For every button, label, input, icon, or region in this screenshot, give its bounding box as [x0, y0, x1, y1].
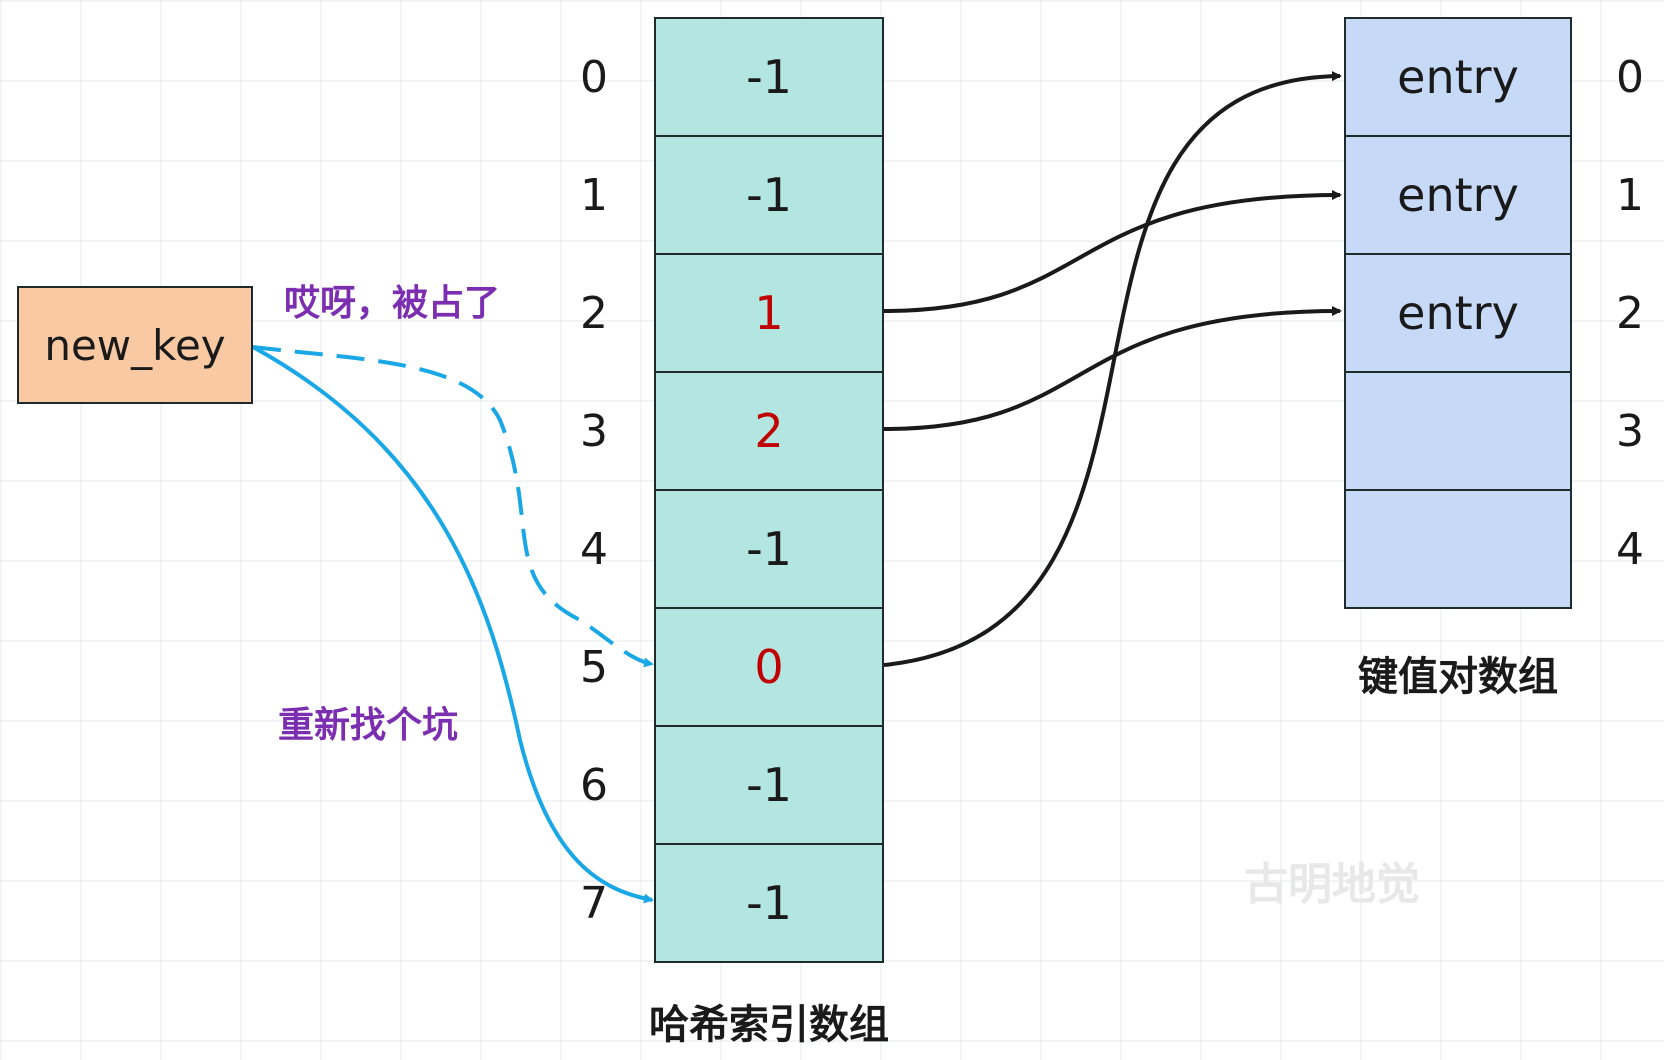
hash-slot: -1 — [654, 17, 884, 137]
kv-slot-index: 2 — [1616, 288, 1644, 339]
hash-slot-index: 2 — [580, 288, 608, 339]
hash-slot: -1 — [654, 135, 884, 255]
hash-slot-index: 5 — [580, 642, 608, 693]
kv-slot-index: 0 — [1616, 52, 1644, 103]
kv-slot: entry — [1344, 253, 1572, 373]
pointer-arrow-slot-2-to-entry-1 — [883, 190, 1342, 313]
kv-slot-label: entry — [1397, 286, 1519, 340]
watermark: 古明地觉 — [1244, 859, 1420, 910]
kv-slot: entry — [1344, 135, 1572, 255]
hash-slot-value: 0 — [754, 640, 784, 694]
kv-slot-index: 1 — [1616, 170, 1644, 221]
reprobe-note: 重新找个坑 — [278, 705, 459, 746]
hash-slot-index: 6 — [580, 760, 608, 811]
kv-slot-label: entry — [1397, 50, 1519, 104]
kv-slot — [1344, 489, 1572, 609]
hash-slot: -1 — [654, 725, 884, 845]
kv-slot-index: 4 — [1616, 524, 1644, 575]
pointer-arrow-slot-3-to-entry-2 — [883, 306, 1342, 431]
hash-slot: 1 — [654, 253, 884, 373]
hash-slot-index: 0 — [580, 52, 608, 103]
new-key-box: new_key — [17, 286, 253, 404]
hash-slot-value: -1 — [746, 168, 792, 222]
hash-slot: 0 — [654, 607, 884, 727]
probe-arrow-collision — [252, 345, 654, 668]
hash-slot-value: 2 — [754, 404, 784, 458]
pointer-arrow-slot-5-to-entry-0 — [883, 71, 1342, 667]
hash-slot-index: 4 — [580, 524, 608, 575]
kv-slot-index: 3 — [1616, 406, 1644, 457]
hash-slot-value: -1 — [746, 758, 792, 812]
new-key-label: new_key — [44, 320, 226, 370]
kv-slot-label: entry — [1397, 168, 1519, 222]
hash-slot-index: 1 — [580, 170, 608, 221]
hash-slot-value: -1 — [746, 50, 792, 104]
hash-slot: -1 — [654, 843, 884, 963]
hash-slot-value: -1 — [746, 522, 792, 576]
hash-slot: -1 — [654, 489, 884, 609]
hash-slot: 2 — [654, 371, 884, 491]
hash-slot-value: 1 — [754, 286, 784, 340]
probe-arrow-reprobe — [252, 345, 654, 904]
kv-array-caption: 键值对数组 — [1358, 654, 1558, 700]
kv-slot: entry — [1344, 17, 1572, 137]
hash-slot-value: -1 — [746, 876, 792, 930]
hash-slot-index: 3 — [580, 406, 608, 457]
collision-note: 哎呀，被占了 — [284, 283, 501, 324]
hash-slot-index: 7 — [580, 878, 608, 929]
kv-slot — [1344, 371, 1572, 491]
hash-array-caption: 哈希索引数组 — [649, 1002, 889, 1048]
